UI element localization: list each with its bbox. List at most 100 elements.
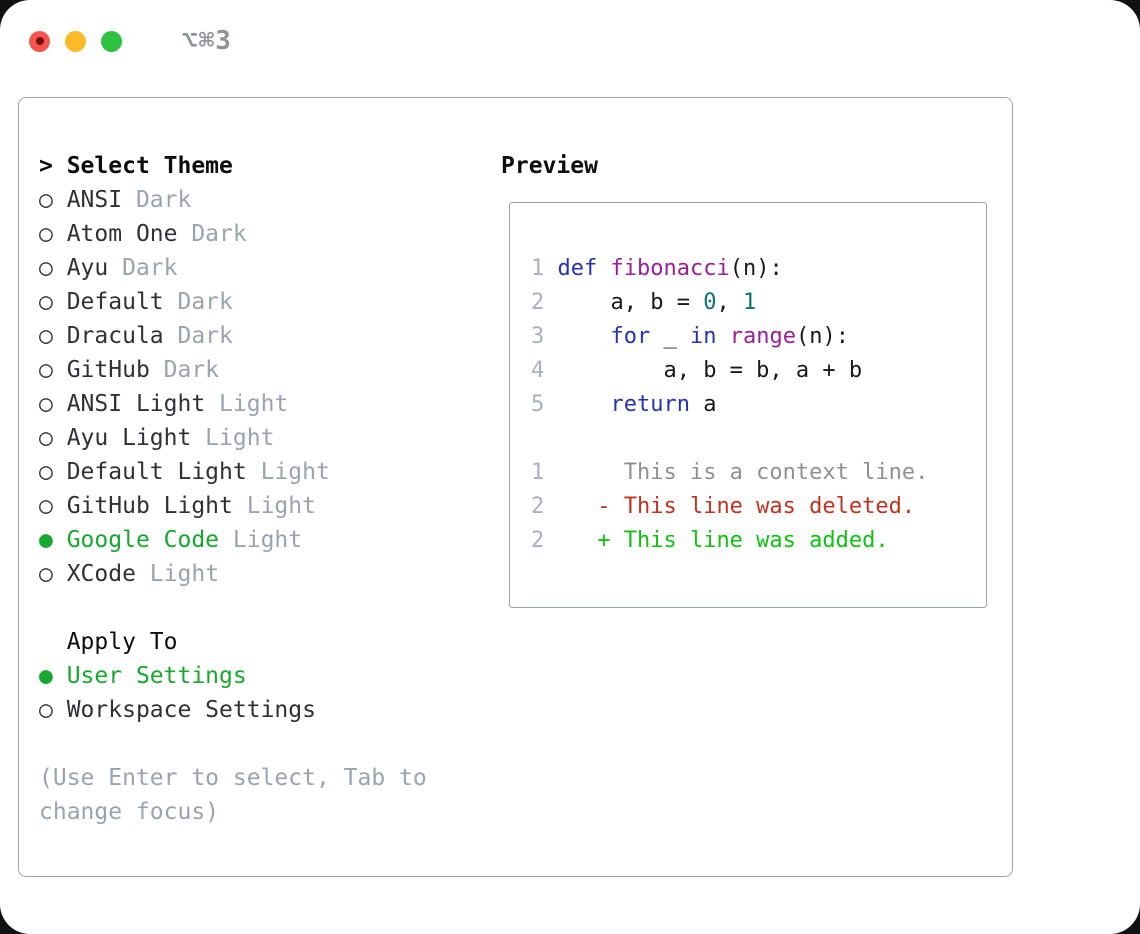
apply-to-options: ● User Settings○ Workspace Settings [39, 659, 427, 727]
code-token-pl [716, 324, 729, 349]
line-number: 5 [531, 392, 558, 417]
theme-list-column: > Select Theme ○ ANSI Dark○ Atom One Dar… [39, 149, 427, 829]
line-number: 2 [531, 494, 558, 519]
code-token-kw: for [610, 324, 651, 349]
preview-line: 1 def fibonacci(n): [531, 252, 972, 286]
variant-tag: Light [205, 391, 289, 417]
variant-tag: Light [135, 561, 220, 587]
radio-icon: ○ [39, 391, 67, 417]
variant-tag: Light [191, 425, 275, 451]
code-token-pl [558, 324, 611, 349]
theme-option-atom-one[interactable]: ○ Atom One Dark [39, 217, 427, 251]
theme-option-github-light[interactable]: ○ GitHub Light Light [39, 489, 427, 523]
radio-icon: ○ [39, 425, 67, 451]
variant-tag: Dark [163, 323, 233, 349]
line-number: 2 [531, 528, 558, 553]
preview-line: 3 for _ in range(n): [531, 320, 972, 354]
variant-tag: Dark [163, 289, 233, 315]
radio-icon: ● [39, 527, 67, 553]
radio-icon: ○ [39, 697, 67, 723]
theme-option-ayu-light[interactable]: ○ Ayu Light Light [39, 421, 427, 455]
select-theme-header: > Select Theme [39, 149, 427, 183]
theme-option-dracula[interactable]: ○ Dracula Dark [39, 319, 427, 353]
hint-line: change focus) [39, 799, 220, 825]
code-token-pl: (n): [795, 324, 849, 349]
theme-option-ayu[interactable]: ○ Ayu Dark [39, 251, 427, 285]
keyboard-hint: (Use Enter to select, Tab to change focus… [39, 761, 427, 829]
theme-option-github[interactable]: ○ GitHub Dark [39, 353, 427, 387]
option-label: GitHub Light [66, 493, 233, 519]
code-token-pl: a, b = [557, 290, 704, 315]
option-label: Default Light [66, 459, 247, 485]
apply-option-user-settings[interactable]: ● User Settings [39, 659, 427, 693]
select-theme-label: Select Theme [66, 153, 233, 179]
preview-column: Preview 1 def fibonacci(n):2 a, b = 0, 1… [501, 149, 991, 608]
blank-line [531, 422, 972, 456]
option-label: XCode [66, 561, 136, 587]
theme-option-default[interactable]: ○ Default Dark [39, 285, 427, 319]
close-active-dot [35, 37, 44, 45]
spacer [39, 591, 427, 625]
window-shortcut-title: ⌥⌘3 [182, 26, 232, 56]
radio-icon: ● [39, 663, 67, 689]
line-number: 2 [531, 290, 558, 315]
code-token-pl: a [689, 392, 717, 417]
option-label: ANSI Light [66, 391, 206, 417]
option-label: Ayu Light [66, 425, 192, 451]
preview-line: 2 + This line was added. [531, 524, 972, 558]
radio-icon: ○ [39, 187, 67, 213]
option-label: Google Code [66, 527, 220, 553]
code-token-fn: fibonacci [610, 256, 730, 281]
option-label: Atom One [66, 221, 178, 247]
variant-tag: Light [232, 493, 316, 519]
option-label: Ayu [66, 255, 109, 281]
code-token-pl: , [716, 290, 743, 315]
code-token-pl [597, 256, 610, 281]
line-number: 4 [531, 358, 558, 383]
option-label: Dracula [66, 323, 164, 349]
radio-icon: ○ [39, 289, 67, 315]
minimize-button[interactable] [65, 30, 86, 52]
radio-icon: ○ [39, 561, 67, 587]
preview-line: 2 - This line was deleted. [531, 490, 972, 524]
option-label: GitHub [66, 357, 150, 383]
code-token-num: 0 [703, 290, 717, 315]
variant-tag: Dark [149, 357, 220, 383]
code-token-del: - This line was deleted. [557, 494, 916, 519]
option-label: Workspace Settings [66, 697, 316, 723]
close-button[interactable] [29, 30, 50, 52]
code-token-add: + This line was added. [557, 528, 889, 553]
theme-option-xcode[interactable]: ○ XCode Light [39, 557, 427, 591]
option-label: ANSI [66, 187, 123, 213]
hint-line: (Use Enter to select, Tab to [39, 765, 427, 791]
code-token-pl [558, 392, 611, 417]
apply-option-workspace-settings[interactable]: ○ Workspace Settings [39, 693, 427, 727]
zoom-button[interactable] [101, 30, 122, 52]
code-token-pl: (n): [729, 256, 783, 281]
theme-option-google-code[interactable]: ● Google Code Light [39, 523, 427, 557]
code-token-fn: range [729, 324, 796, 349]
preview-line: 1 This is a context line. [531, 456, 972, 490]
titlebar: ⌥⌘3 [29, 26, 232, 56]
spacer [39, 727, 427, 761]
radio-icon: ○ [39, 459, 67, 485]
line-number: 1 [531, 460, 558, 485]
theme-option-default-light[interactable]: ○ Default Light Light [39, 455, 427, 489]
line-number: 3 [531, 324, 558, 349]
prompt-icon: > [39, 153, 67, 179]
radio-icon: ○ [39, 221, 67, 247]
theme-option-ansi-light[interactable]: ○ ANSI Light Light [39, 387, 427, 421]
preview-line: 5 return a [531, 388, 972, 422]
line-number: 1 [531, 256, 558, 281]
radio-icon: ○ [39, 255, 67, 281]
radio-icon: ○ [39, 493, 67, 519]
variant-tag: Dark [122, 187, 192, 213]
option-label: Default [66, 289, 164, 315]
preview-line: 4 a, b = b, a + b [531, 354, 972, 388]
code-token-kw: def [557, 256, 598, 281]
code-token-ctx: This is a context line. [557, 460, 929, 485]
code-token-num: 1 [742, 290, 757, 315]
theme-option-ansi[interactable]: ○ ANSI Dark [39, 183, 427, 217]
